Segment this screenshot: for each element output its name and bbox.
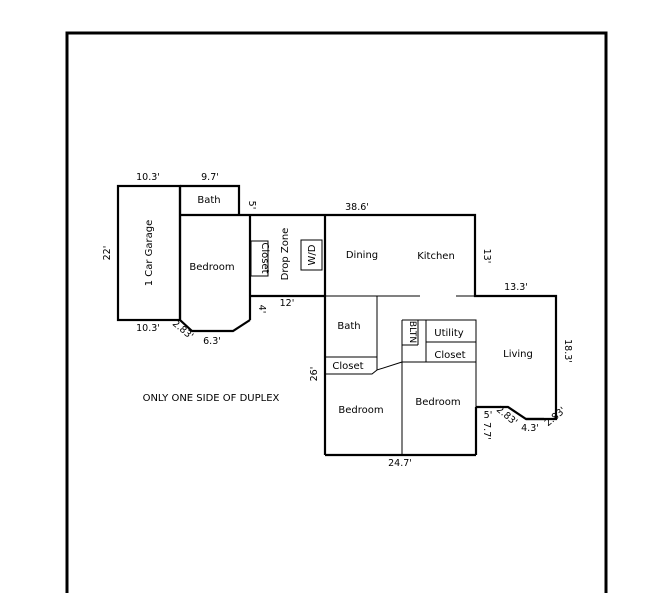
closet-mid-walls (325, 356, 403, 371)
dim-bay-right-b: 4.3' (521, 423, 539, 434)
wd-box (300, 239, 323, 271)
main-outer-walls (239, 213, 558, 421)
dim-living-depth: 18.3' (562, 339, 573, 363)
duplex-note: ONLY ONE SIDE OF DUPLEX (143, 393, 280, 404)
bath-top-label: Bath (197, 195, 220, 206)
closet-mid-label: Closet (332, 361, 363, 372)
page-frame (65, 31, 608, 593)
closet-mid-bottom (325, 369, 378, 375)
garage-label: 1 Car Garage (144, 220, 155, 287)
dim-living-width: 13.3' (504, 282, 528, 293)
dim-step-5a: 5' (246, 201, 257, 210)
dim-bottom-width: 24.7' (388, 458, 412, 469)
dim-bath-width-top: 9.7' (201, 172, 219, 183)
dim-main-width: 38.6' (345, 202, 369, 213)
bltn-label: BLTN (407, 321, 417, 343)
dim-garage-width-bottom: 10.3' (136, 323, 160, 334)
bath-mid-label: Bath (337, 321, 360, 332)
utility-label: Utility (434, 328, 463, 339)
dim-garage-depth: 22' (102, 246, 113, 261)
dim-bay-left-b: 6.3' (203, 336, 221, 347)
dim-step-5b: 5' (484, 410, 493, 421)
bedroom-left-label: Bedroom (189, 262, 234, 273)
wd-label: W/D (307, 244, 318, 265)
bedroom-bottom-right-label: Bedroom (415, 397, 460, 408)
dim-hall-12: 12' (280, 298, 295, 309)
closet-right-label: Closet (434, 350, 465, 361)
closet-left-label: Closet (259, 242, 270, 273)
dim-kitchen-depth: 13' (481, 249, 492, 264)
left-bedroom-walls (178, 184, 251, 333)
dim-notch-4: 4' (256, 305, 267, 314)
dim-wing-depth: 26' (309, 367, 320, 382)
dim-garage-width-top: 10.3' (136, 172, 160, 183)
dining-label: Dining (346, 250, 378, 261)
utility-block (402, 319, 477, 407)
left-closet-box (250, 240, 269, 277)
dim-step-77: 7.7' (481, 422, 492, 440)
living-label: Living (503, 349, 533, 360)
bedroom-bottom-left-label: Bedroom (338, 405, 383, 416)
kitchen-label: Kitchen (417, 251, 455, 262)
drop-zone-label: Drop Zone (280, 228, 291, 281)
